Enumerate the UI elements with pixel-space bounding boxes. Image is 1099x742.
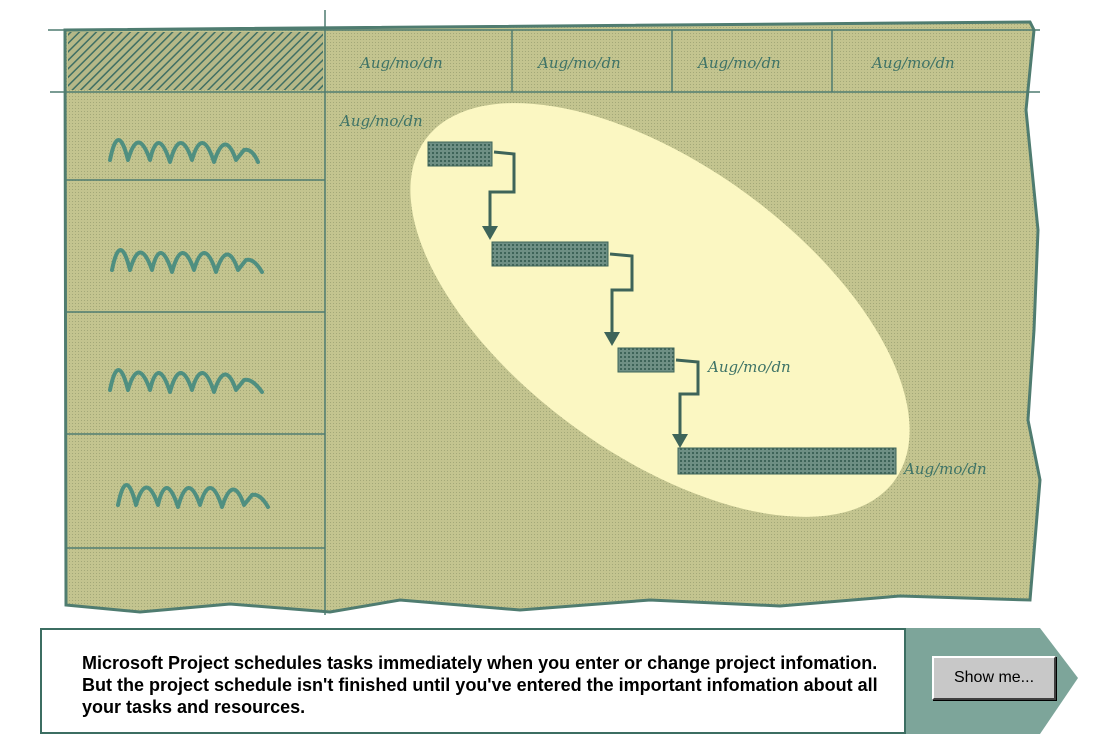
- sheet-grid: [48, 10, 1040, 615]
- gantt-bar-1: [427, 141, 493, 167]
- corner-hatch: [68, 32, 323, 90]
- start-date-label: Aug/mo/dn: [338, 112, 423, 130]
- task-name-scribble-1: [108, 138, 260, 164]
- highlight-ellipse: [410, 103, 910, 517]
- task-name-scribble-3: [108, 368, 264, 394]
- timescale-label-1: Aug/mo/dn: [358, 54, 443, 72]
- timescale-label-4: Aug/mo/dn: [870, 54, 955, 72]
- gantt-bar-4: [677, 447, 897, 475]
- show-me-button[interactable]: Show me...: [932, 656, 1056, 700]
- timescale-label-2: Aug/mo/dn: [536, 54, 621, 72]
- gantt-bar-3: [617, 347, 675, 373]
- dependency-arrows: [488, 150, 700, 436]
- arrow-heads: [482, 226, 688, 448]
- task-name-scribble-4: [116, 483, 270, 509]
- gantt-bar-2: [491, 241, 609, 267]
- finish-date-label: Aug/mo/dn: [902, 460, 987, 478]
- caption-panel: Microsoft Project schedules tasks immedi…: [40, 628, 1080, 738]
- task-name-scribble-2: [110, 248, 264, 274]
- gantt-illustration: Aug/mo/dn Aug/mo/dn Aug/mo/dn Aug/mo/dn …: [48, 10, 1042, 615]
- caption-box: Microsoft Project schedules tasks immedi…: [40, 628, 906, 734]
- timescale-label-3: Aug/mo/dn: [696, 54, 781, 72]
- caption-text: Microsoft Project schedules tasks immedi…: [82, 653, 878, 717]
- milestone-date-label: Aug/mo/dn: [706, 358, 791, 376]
